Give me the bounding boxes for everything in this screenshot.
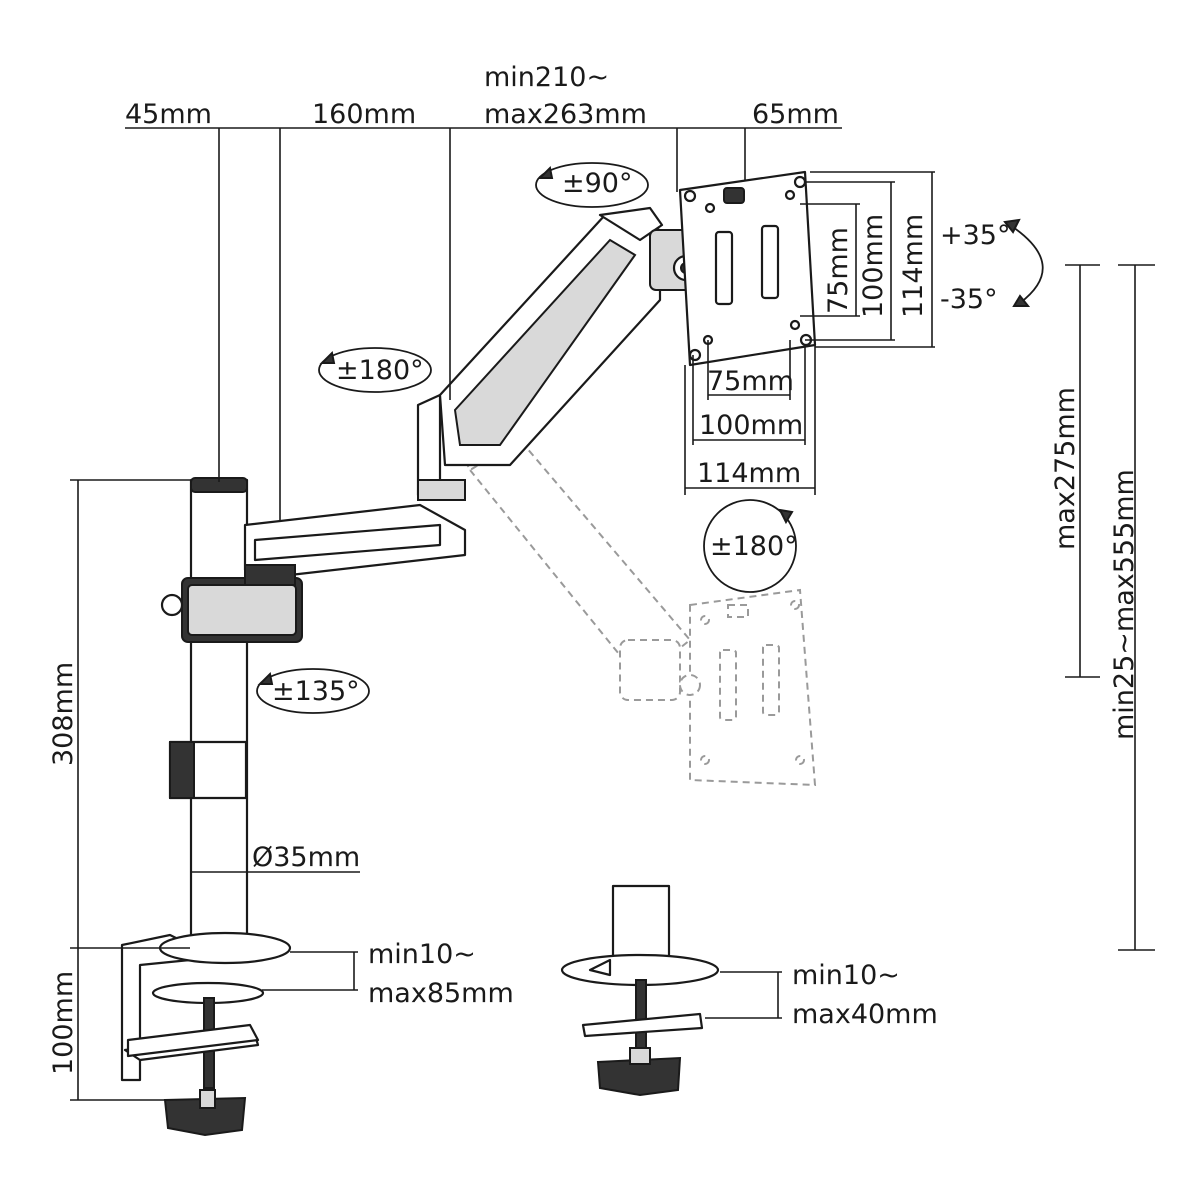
label-clamp-range-min: min10~	[368, 939, 476, 970]
label-forearm-max: max263mm	[484, 99, 647, 130]
label-clamp-height: 100mm	[48, 971, 79, 1075]
label-clamp-range-max: max85mm	[368, 978, 514, 1009]
pole	[168, 477, 249, 952]
label-grommet-range-max: max40mm	[792, 999, 938, 1030]
label-vesa-horizontal-100: 100mm	[699, 410, 803, 441]
label-vesa-horizontal-75: 75mm	[707, 366, 794, 397]
gas-spring-arm	[438, 206, 664, 467]
label-rotation-elbow: ±180°	[336, 355, 424, 386]
dimension-lines	[70, 127, 1155, 1101]
elbow-joint	[416, 393, 466, 501]
label-arm-segment: 160mm	[312, 99, 416, 130]
vesa-plate	[678, 170, 817, 367]
label-rotation-screen: ±180°	[710, 531, 798, 562]
label-forearm-min: min210~	[484, 62, 609, 93]
grommet-mount	[560, 884, 720, 1097]
label-vesa-vertical-114: 114mm	[898, 214, 929, 318]
label-base-offset: 45mm	[125, 99, 212, 130]
label-pole-diameter: Ø35mm	[252, 842, 360, 873]
lower-arm	[243, 503, 467, 586]
ghost-vesa-plate	[679, 588, 817, 787]
label-vesa-vertical-100: 100mm	[858, 214, 889, 318]
label-pole-height: 308mm	[48, 662, 79, 766]
label-rotation-base: ±135°	[272, 676, 360, 707]
desk-clamp	[120, 931, 292, 1137]
label-grommet-range-min: min10~	[792, 960, 900, 991]
label-height-adjust: max275mm	[1050, 387, 1081, 550]
label-vesa-vertical-75: 75mm	[823, 227, 854, 314]
base-pivot	[160, 577, 303, 643]
label-tilt-offset: 65mm	[752, 99, 839, 130]
label-rotation-head: ±90°	[562, 168, 632, 199]
label-vesa-horizontal-114: 114mm	[697, 458, 801, 489]
label-tilt-up: +35°	[940, 220, 1010, 251]
label-height-range: min25~max555mm	[1109, 469, 1140, 740]
rotation-indicators	[256, 162, 1044, 714]
label-tilt-down: -35°	[940, 284, 998, 315]
